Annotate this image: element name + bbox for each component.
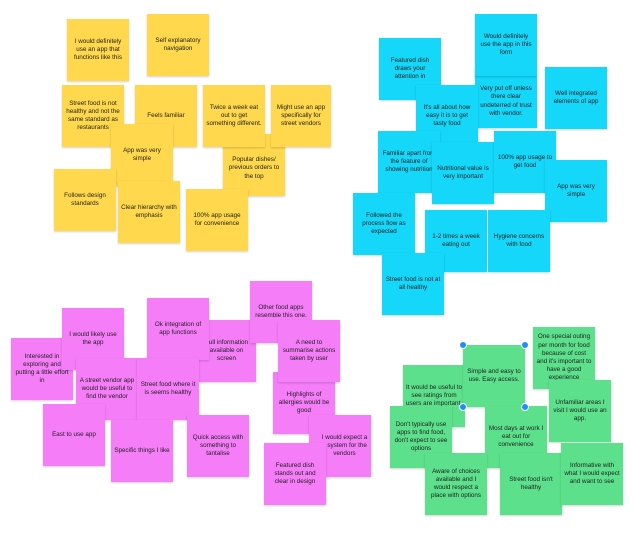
resize-handle-top-right[interactable] [521, 341, 529, 349]
resize-handle-bottom-left[interactable] [459, 403, 467, 411]
sticky-note[interactable]: Featured dish stands out and clear in de… [264, 443, 326, 505]
resize-handle-top-left[interactable] [459, 341, 467, 349]
sticky-note[interactable]: Street food isn't healthy [500, 453, 562, 515]
sticky-note[interactable]: Follows design standards [54, 169, 116, 231]
sticky-note[interactable]: Street food is not at all healthy [382, 253, 444, 315]
sticky-note[interactable]: Ok integration of app functions [147, 298, 209, 360]
sticky-note[interactable]: App was very simple [111, 124, 173, 186]
sticky-note[interactable]: Street food is not healthy and not the s… [62, 85, 124, 147]
sticky-note[interactable]: Hygiene concerns with food [488, 210, 550, 272]
sticky-note[interactable]: App was very simple [545, 160, 607, 222]
sticky-note[interactable]: Aware of choices available and I would r… [425, 453, 487, 515]
sticky-note[interactable]: I would definitely use an app that funct… [67, 19, 129, 81]
sticky-note[interactable]: Twice a week eat out to get something di… [203, 85, 265, 147]
sticky-note[interactable]: Self explanatory navigation [147, 14, 209, 76]
sticky-note[interactable]: Quick access with something to tantalise [187, 415, 249, 477]
sticky-note[interactable]: Street food where it is seems healthy [137, 358, 199, 420]
sticky-note[interactable]: Unfamiliar areas I visit I would use an … [549, 380, 611, 442]
sticky-note[interactable]: Would definitely use the app in this for… [475, 14, 537, 76]
sticky-note[interactable]: Clear hierarchy with emphasis [118, 181, 180, 243]
sticky-note[interactable]: Might use an app specifically for street… [271, 85, 331, 147]
sticky-note[interactable]: A need to summarise actions taken by use… [278, 320, 340, 382]
sticky-note[interactable]: Very put off unless there clear undeterr… [475, 66, 537, 128]
sticky-note[interactable]: One special outing per month for food be… [533, 327, 595, 389]
sticky-note[interactable]: East to use app [43, 404, 105, 466]
resize-handle-bottom-right[interactable] [521, 403, 529, 411]
sticky-note[interactable]: Informative with what I would expect and… [561, 443, 623, 505]
sticky-note[interactable]: Well integrated elements of app [545, 67, 607, 129]
sticky-note[interactable]: Specific things I like [111, 420, 173, 482]
sticky-note[interactable]: Nutritional value is very important [432, 142, 494, 204]
sticky-note-selected[interactable]: Simple and easy to use. Easy access. [463, 345, 525, 407]
sticky-note[interactable]: Familiar apart from the feature of showi… [378, 131, 440, 193]
sticky-note[interactable]: Followed the process flow as expected [353, 193, 415, 255]
sticky-note[interactable]: 100% app usage for convenience [186, 189, 248, 251]
